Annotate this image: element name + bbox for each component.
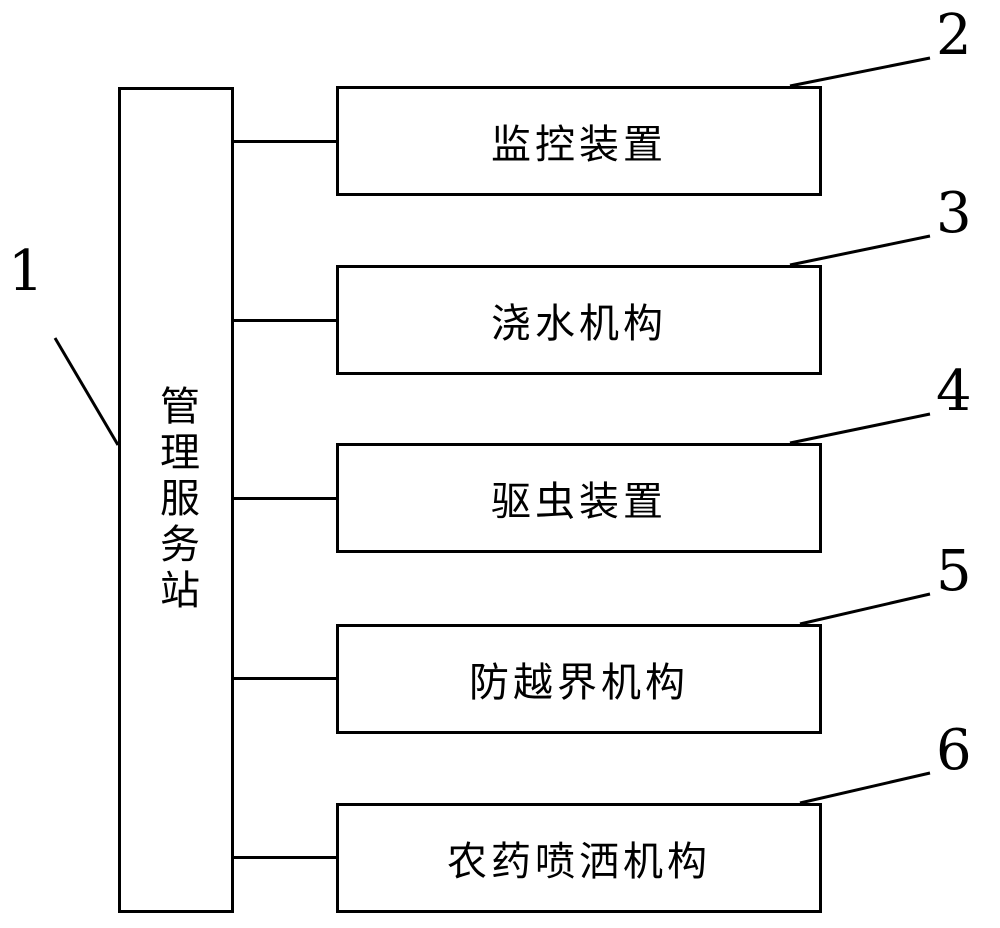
module-box-pesticide-spraying: 农药喷洒机构 — [336, 803, 822, 913]
leader-line-1 — [53, 337, 120, 446]
module-box-monitoring: 监控装置 — [336, 86, 822, 196]
connector-line-5 — [234, 856, 336, 859]
ref-number-6: 6 — [936, 718, 972, 783]
module-label: 防越界机构 — [469, 660, 689, 706]
ref-number-1: 1 — [8, 239, 44, 304]
module-label: 监控装置 — [491, 122, 667, 168]
connector-line-1 — [234, 140, 336, 143]
module-box-anti-crossing: 防越界机构 — [336, 624, 822, 734]
module-box-insect-repelling: 驱虫装置 — [336, 443, 822, 553]
module-label: 农药喷洒机构 — [447, 839, 711, 885]
module-box-watering: 浇水机构 — [336, 265, 822, 375]
connector-line-3 — [234, 497, 336, 500]
ref-number-4: 4 — [936, 359, 972, 424]
module-label: 浇水机构 — [491, 301, 667, 347]
ref-number-2: 2 — [936, 3, 972, 68]
connector-line-4 — [234, 677, 336, 680]
module-label: 驱虫装置 — [491, 479, 667, 525]
ref-number-5: 5 — [936, 539, 972, 604]
connector-line-2 — [234, 319, 336, 322]
leader-line-6 — [799, 771, 931, 805]
leader-line-3 — [789, 234, 931, 267]
management-station-box: 管理服务站 — [118, 87, 234, 913]
leader-line-4 — [789, 412, 931, 445]
ref-number-3: 3 — [936, 181, 972, 246]
management-station-label: 管理服务站 — [153, 385, 199, 615]
leader-line-2 — [789, 56, 931, 88]
leader-line-5 — [799, 592, 931, 626]
